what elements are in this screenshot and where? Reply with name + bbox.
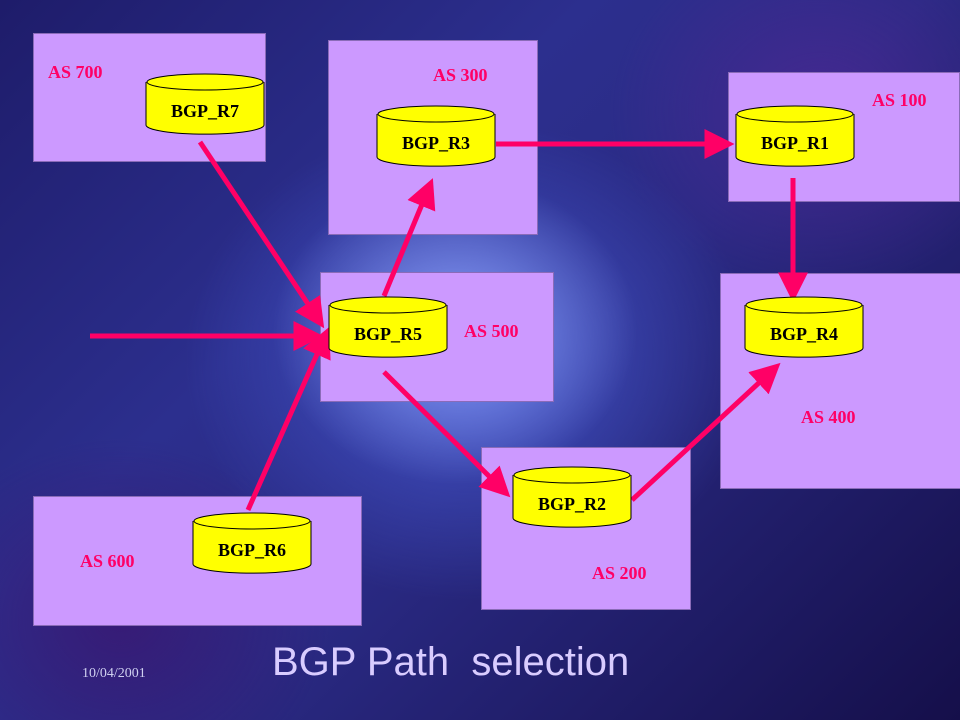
link-r5-to-r2	[382, 370, 511, 498]
as-100-label: AS 100	[872, 90, 927, 110]
as-700-label: AS 700	[48, 62, 103, 82]
database-cylinder-icon	[512, 466, 632, 528]
router-r2[interactable]: BGP_R2	[512, 466, 632, 528]
router-r7[interactable]: BGP_R7	[145, 73, 265, 135]
slide-title: BGP Path selection	[272, 640, 630, 684]
router-label: BGP_R4	[769, 324, 838, 344]
router-label: BGP_R2	[537, 494, 606, 514]
link-r7-to-r5	[197, 140, 325, 329]
router-r1[interactable]: BGP_R1	[735, 105, 855, 167]
router-label: BGP_R1	[760, 133, 829, 153]
database-cylinder-icon	[328, 296, 448, 358]
database-cylinder-icon	[744, 296, 864, 358]
link-r2-to-r4	[630, 362, 781, 502]
database-cylinder-icon	[376, 105, 496, 167]
link-r6-to-r5	[245, 327, 331, 512]
router-label: BGP_R5	[353, 324, 422, 344]
as-200-label: AS 200	[592, 563, 647, 583]
slide-date: 10/04/2001	[82, 666, 146, 681]
router-label: BGP_R3	[401, 133, 470, 153]
as-600-label: AS 600	[80, 551, 135, 571]
as-300-label: AS 300	[433, 65, 488, 85]
router-label: BGP_R7	[170, 101, 239, 121]
database-cylinder-icon	[735, 105, 855, 167]
router-r4[interactable]: BGP_R4	[744, 296, 864, 358]
router-r6[interactable]: BGP_R6	[192, 512, 312, 574]
router-label: BGP_R6	[217, 540, 286, 560]
as-400-label: AS 400	[801, 407, 856, 427]
as-500-label: AS 500	[464, 321, 519, 341]
router-r3[interactable]: BGP_R3	[376, 105, 496, 167]
link-r5-to-r3	[381, 178, 436, 297]
database-cylinder-icon	[192, 512, 312, 574]
router-r5[interactable]: BGP_R5	[328, 296, 448, 358]
database-cylinder-icon	[145, 73, 265, 135]
